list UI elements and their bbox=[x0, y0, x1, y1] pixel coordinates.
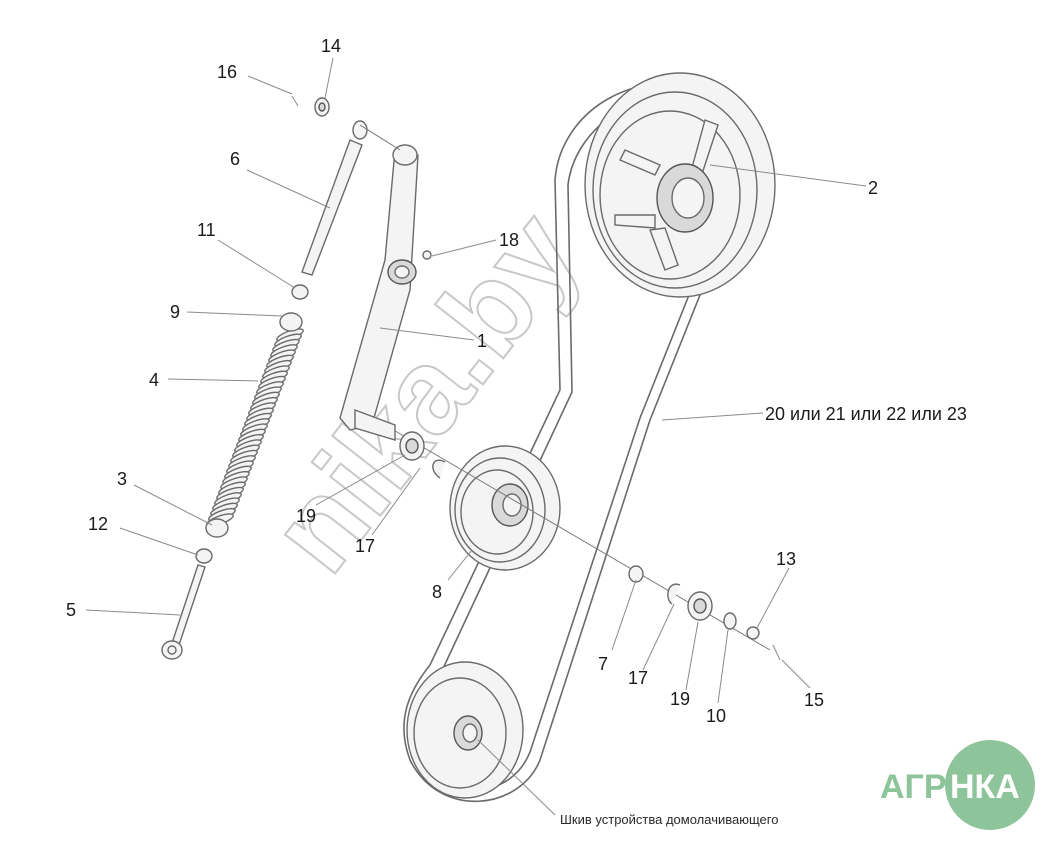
rod bbox=[301, 120, 401, 276]
nut-11 bbox=[291, 284, 309, 300]
pin-15 bbox=[772, 644, 781, 661]
assembly-axis bbox=[384, 424, 771, 651]
callout-16: 16 bbox=[217, 62, 237, 82]
ring-17-left bbox=[432, 459, 446, 479]
callout-2: 2 bbox=[868, 178, 878, 198]
callout-19-left: 19 bbox=[296, 506, 316, 526]
callout-15: 15 bbox=[804, 690, 824, 710]
cap-9 bbox=[279, 312, 303, 332]
callout-13: 13 bbox=[776, 549, 796, 569]
small-parts bbox=[195, 95, 781, 661]
leader-lines bbox=[85, 57, 867, 816]
logo-text-right: НКА bbox=[950, 768, 1020, 806]
callout-19-right: 19 bbox=[670, 689, 690, 709]
callout-8: 8 bbox=[432, 582, 442, 602]
ring-17-right bbox=[667, 583, 681, 605]
tension-pulley bbox=[449, 445, 561, 571]
callout-10: 10 bbox=[706, 706, 726, 726]
washer-10 bbox=[723, 612, 737, 630]
pulley-caption: Шкив устройства домолачивающего bbox=[560, 812, 778, 827]
lower-pulley bbox=[406, 661, 524, 799]
callout-labels: 1 2 3 4 5 6 7 8 9 10 11 12 13 14 15 16 1… bbox=[66, 36, 967, 726]
large-pulley bbox=[584, 72, 776, 298]
agronika-logo: АГРО НКА bbox=[880, 740, 1035, 830]
callout-1: 1 bbox=[477, 331, 487, 351]
callout-7: 7 bbox=[598, 654, 608, 674]
bolt bbox=[161, 564, 206, 660]
callout-3: 3 bbox=[117, 469, 127, 489]
callout-17-left: 17 bbox=[355, 536, 375, 556]
callout-14: 14 bbox=[321, 36, 341, 56]
logo-circle bbox=[945, 740, 1035, 830]
logo-text-left: АГРО bbox=[880, 768, 973, 806]
callout-6: 6 bbox=[230, 149, 240, 169]
grease-nipple-18 bbox=[422, 250, 432, 260]
spring bbox=[206, 328, 304, 527]
pin-16 bbox=[291, 95, 299, 107]
callout-18: 18 bbox=[499, 230, 519, 250]
callout-5: 5 bbox=[66, 600, 76, 620]
callout-9: 9 bbox=[170, 302, 180, 322]
callout-11: 11 bbox=[197, 220, 216, 240]
callout-12: 12 bbox=[88, 514, 108, 534]
callout-4: 4 bbox=[149, 370, 159, 390]
bushing-7 bbox=[628, 565, 644, 583]
cap-3 bbox=[205, 518, 229, 538]
nut-12 bbox=[195, 548, 213, 564]
lever-arm bbox=[339, 144, 419, 441]
callout-17-right: 17 bbox=[628, 668, 648, 688]
callout-belt: 20 или 21 или 22 или 23 bbox=[765, 404, 967, 424]
nut-13 bbox=[746, 626, 760, 640]
